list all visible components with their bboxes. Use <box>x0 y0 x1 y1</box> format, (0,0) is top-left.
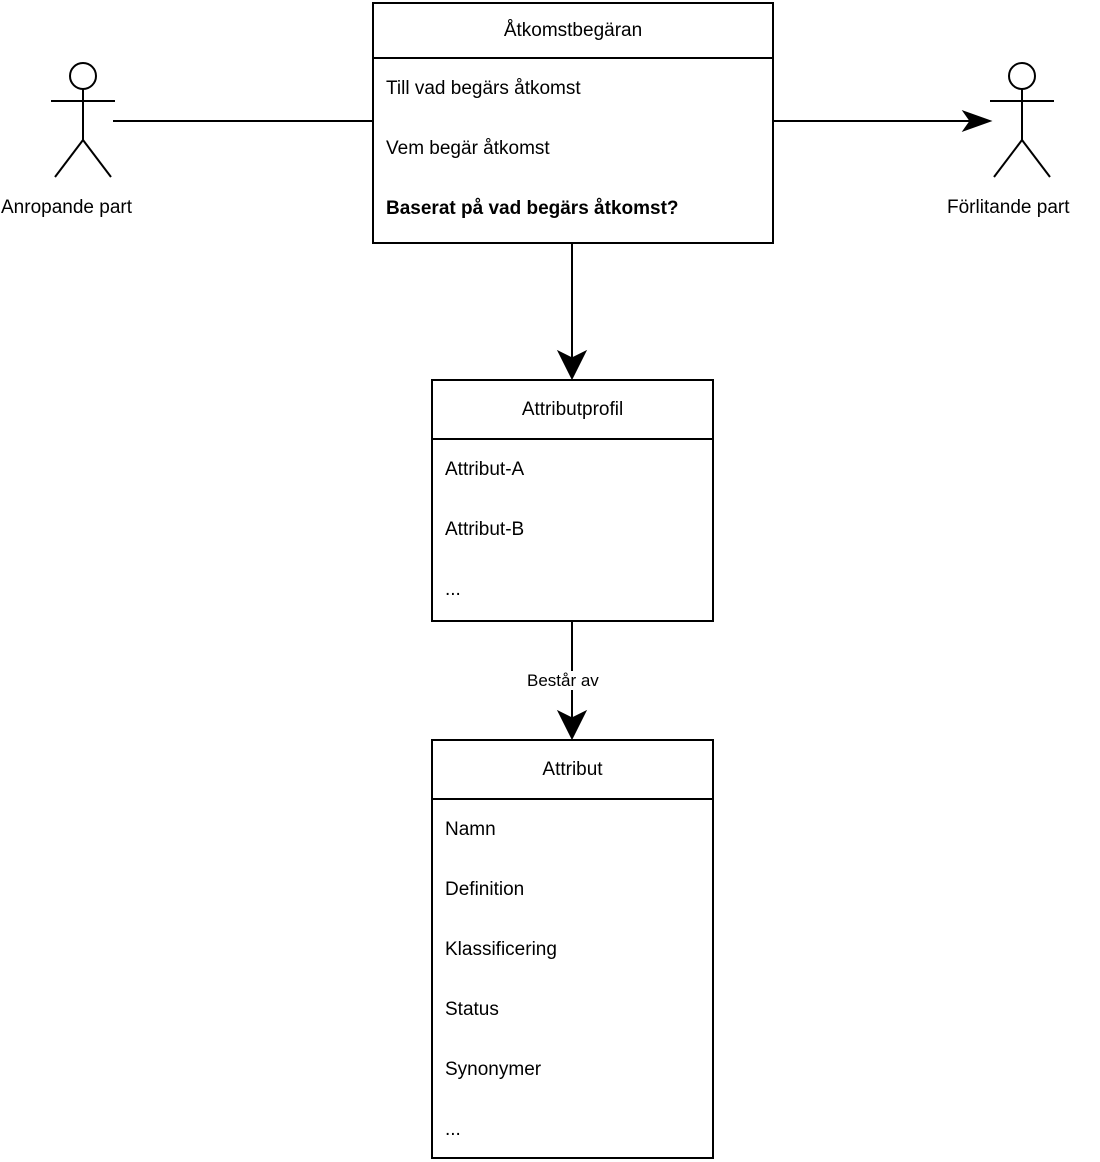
uml-attribute: Namn <box>445 819 496 840</box>
actor-head-icon <box>69 62 97 90</box>
uml-attribute: Attribut-A <box>445 459 525 480</box>
uml-attribute: Klassificering <box>445 939 557 960</box>
actor-stick-figure-icon <box>990 62 1054 178</box>
uml-class-atkomstbegaran[interactable]: Åtkomstbegäran Till vad begärs åtkomst V… <box>372 2 774 244</box>
uml-attribute: Vem begär åtkomst <box>386 138 550 159</box>
uml-attribute: ... <box>445 579 461 600</box>
uml-attribute-list: Namn Definition Klassificering Status Sy… <box>433 800 712 1162</box>
actor-leg-right-icon <box>1021 139 1051 178</box>
uml-class-title: Attributprofil <box>433 381 712 440</box>
uml-attribute-list: Till vad begärs åtkomst Vem begär åtkoms… <box>374 59 772 259</box>
actor-forlitande-part[interactable] <box>972 58 1072 188</box>
edge-atkomstbegaran-to-attributprofil <box>556 244 588 381</box>
actor-head-icon <box>1008 62 1036 90</box>
uml-attribute: ... <box>445 1119 461 1140</box>
uml-class-title: Åtkomstbegäran <box>374 4 772 59</box>
uml-attribute: Till vad begärs åtkomst <box>386 78 581 99</box>
arrowhead-block-icon <box>556 349 588 381</box>
uml-class-attributprofil[interactable]: Attributprofil Attribut-A Attribut-B ... <box>431 379 714 622</box>
edge-atkomstbegaran-to-forlitande <box>774 110 993 132</box>
actor-label-anropande-part: Anropande part <box>1 197 132 218</box>
actor-leg-left-icon <box>993 139 1023 178</box>
uml-attribute: Attribut-B <box>445 519 525 540</box>
edge-label-bestar-av: Består av <box>523 671 603 690</box>
actor-anropande-part[interactable] <box>33 58 133 188</box>
uml-class-title: Attribut <box>433 741 712 800</box>
uml-attribute: Definition <box>445 879 525 900</box>
actor-stick-figure-icon <box>51 62 115 178</box>
uml-attribute: Synonymer <box>445 1059 542 1080</box>
uml-attribute-list: Attribut-A Attribut-B ... <box>433 440 712 640</box>
arrowhead-block-icon <box>556 709 588 741</box>
actor-label-forlitande-part: Förlitande part <box>947 197 1070 218</box>
actor-leg-left-icon <box>54 139 84 178</box>
uml-class-attribut[interactable]: Attribut Namn Definition Klassificering … <box>431 739 714 1159</box>
uml-attribute: Baserat på vad begärs åtkomst? <box>386 198 679 219</box>
uml-attribute: Status <box>445 999 499 1020</box>
actor-leg-right-icon <box>82 139 112 178</box>
